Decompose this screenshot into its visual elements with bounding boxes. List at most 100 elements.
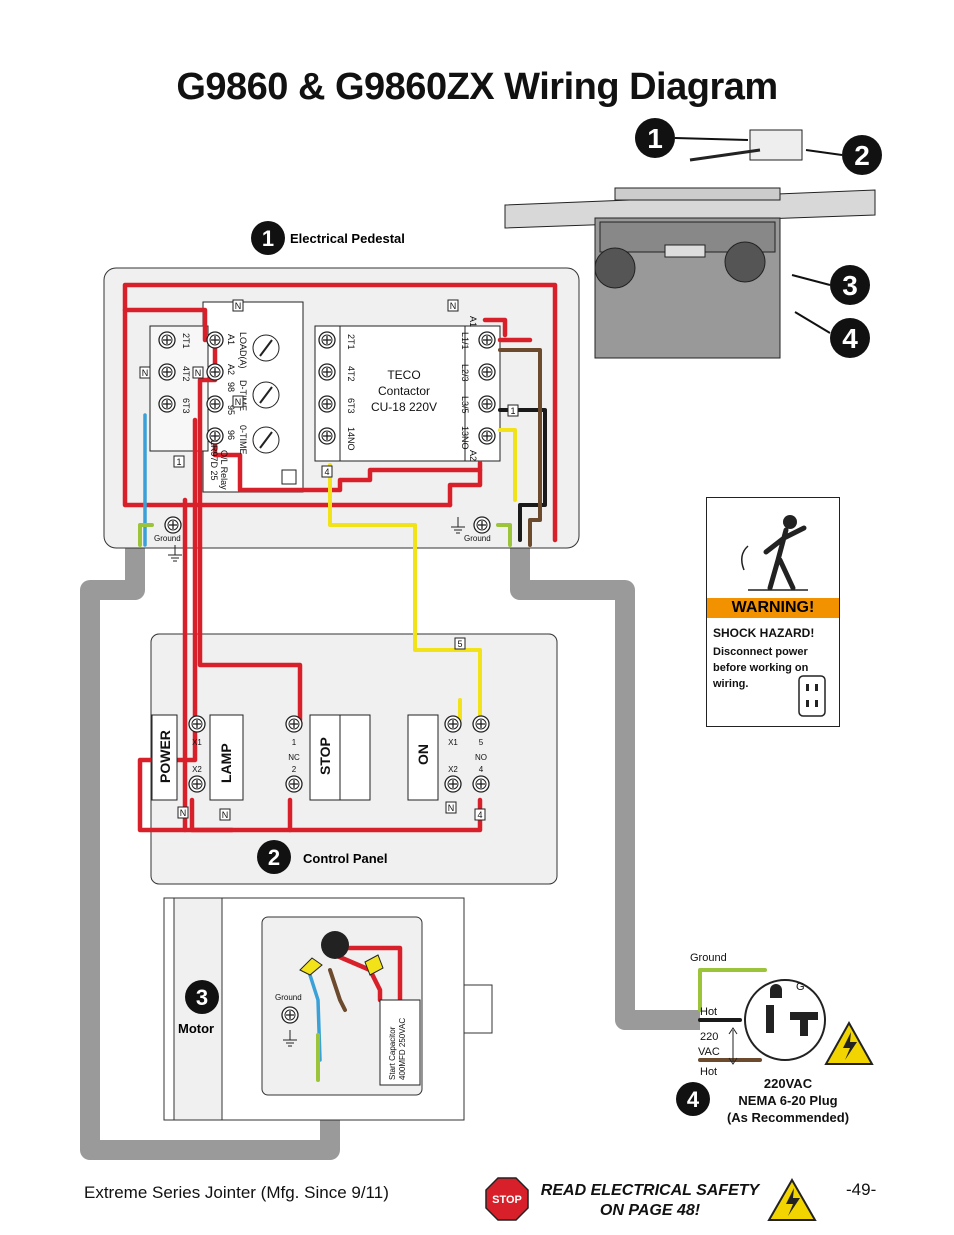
lamp-label: LAMP (218, 743, 234, 783)
contactor-terminal-label: 6T3 (346, 398, 356, 414)
motor-internals (299, 931, 421, 1086)
plug-hot-top: Hot (700, 1006, 717, 1018)
stop-sign-icon (485, 1177, 529, 1221)
stop-sign-label: STOP (492, 1194, 522, 1206)
stop-pin: 1 (292, 738, 297, 747)
outlet-icon (798, 675, 826, 717)
contactor-line-label: 13NO (460, 426, 470, 450)
relay-pin-label: 95 (226, 405, 236, 415)
electric-hazard-icon (824, 1020, 874, 1065)
callout-1-top: 1 (647, 123, 663, 154)
plug-title: (As Recommended) (727, 1110, 849, 1125)
plug-ground-label: Ground (690, 952, 727, 964)
plug-hot-bottom: Hot (700, 1066, 717, 1078)
callout-1-pedestal: 1 (262, 226, 274, 251)
flag-5: 5 (457, 639, 462, 649)
callout-circles (185, 118, 882, 1116)
relay-dial-label: 0-TIME (238, 425, 248, 455)
contactor-pin-label: A2 (468, 450, 478, 461)
warning-bar: WARNING! (707, 598, 839, 618)
on-pin: X2 (448, 765, 458, 774)
callout-4-top: 4 (842, 323, 858, 354)
on-pin: X1 (448, 738, 458, 747)
flag-n: N (235, 397, 242, 407)
stop-pin: NC (288, 753, 300, 762)
jointer-illustration (504, 129, 876, 359)
footer-model: Extreme Series Jointer (Mfg. Since 9/11) (84, 1183, 389, 1202)
motor-label: Motor (178, 1021, 214, 1036)
stop-pin: 2 (292, 765, 297, 774)
flag-4: 4 (477, 810, 482, 820)
contactor-name: TECO (387, 368, 420, 382)
plug-title: NEMA 6-20 Plug (738, 1093, 837, 1108)
page-title: G9860 & G9860ZX Wiring Diagram (176, 66, 778, 108)
capacitor-label: Start Capacitor (388, 1026, 397, 1080)
relay-model: LR97D 25 (209, 440, 219, 481)
callout-2-top: 2 (854, 140, 870, 171)
relay-pin-label: 96 (226, 430, 236, 440)
footer-safety-note: READ ELECTRICAL SAFETY ON PAGE 48! (520, 1181, 780, 1221)
plug-g-pin: G (796, 981, 805, 993)
footer-safety-line1: READ ELECTRICAL SAFETY (540, 1182, 760, 1199)
flag-n: N (222, 810, 229, 820)
relay-pin-label: A1 (226, 334, 236, 345)
control-panel-label: Control Panel (303, 851, 388, 866)
contactor-terminal-label: 14NO (346, 427, 356, 451)
flag-n: N (450, 301, 457, 311)
on-pin: NO (475, 753, 487, 762)
ground-label-right: Ground (464, 534, 491, 543)
relay-terminal-label: 4T2 (181, 366, 191, 382)
flag-4: 4 (324, 467, 329, 477)
flag-n: N (142, 368, 149, 378)
footer-hazard-icon (767, 1177, 817, 1221)
on-pin: 4 (479, 765, 484, 774)
relay-pin-label: 98 (226, 382, 236, 392)
flag-n: N (235, 301, 242, 311)
contactor-line-label: L2/3 (460, 364, 470, 382)
ground-label-left: Ground (154, 534, 181, 543)
power-label: POWER (157, 730, 173, 783)
control-panel-switches (151, 714, 439, 801)
flag-n: N (448, 803, 455, 813)
contactor-sub: Contactor (378, 384, 430, 398)
callout-3-motor: 3 (196, 985, 208, 1010)
callout-4-plug: 4 (687, 1087, 700, 1112)
flag-1: 1 (510, 406, 515, 416)
motor-ground-label: Ground (275, 993, 302, 1002)
relay-dial-label: LOAD(A) (238, 332, 248, 369)
contactor-terminal-label: 4T2 (346, 366, 356, 382)
electrocution-icon (741, 515, 808, 591)
ol-relay-dials (252, 334, 297, 485)
contactor-terminal-label: 2T1 (346, 334, 356, 350)
stop-label: STOP (317, 737, 333, 775)
callout-3-top: 3 (842, 270, 858, 301)
plug-voltage-unit: VAC (698, 1046, 720, 1058)
nema-plug (728, 979, 826, 1065)
contactor-pin-label: A1 (468, 316, 478, 327)
plug-title: 220VAC (764, 1076, 813, 1091)
relay-name: O/L Relay (219, 450, 229, 490)
motor-shaft-box (463, 984, 493, 1034)
flag-n: N (195, 368, 202, 378)
power-pin: X1 (192, 738, 202, 747)
contactor-model: CU-18 220V (371, 400, 437, 414)
contactor-line-label: L1/1 (460, 332, 470, 350)
on-pin: 5 (479, 738, 484, 747)
relay-terminal-label: 2T1 (181, 333, 191, 349)
start-capacitor (379, 999, 421, 1086)
warning-box: WARNING! SHOCK HAZARD! Disconnect power … (706, 497, 840, 727)
pedestal-label: Electrical Pedestal (290, 231, 405, 246)
callout-2-control: 2 (268, 845, 280, 870)
footer-safety-line2: ON PAGE 48! (599, 1202, 701, 1219)
relay-pin-label: A2 (226, 364, 236, 375)
power-pin: X2 (192, 765, 202, 774)
callout-arrows (674, 137, 843, 334)
plug-voltage: 220 (700, 1031, 718, 1043)
capacitor-label: 400MFD 250VAC (398, 1018, 407, 1080)
on-label: ON (415, 744, 431, 765)
contactor-line-label: L3/5 (460, 396, 470, 414)
relay-terminal-label: 6T3 (181, 398, 191, 414)
warning-heading: SHOCK HAZARD! (713, 626, 815, 640)
flag-n: N (180, 808, 187, 818)
